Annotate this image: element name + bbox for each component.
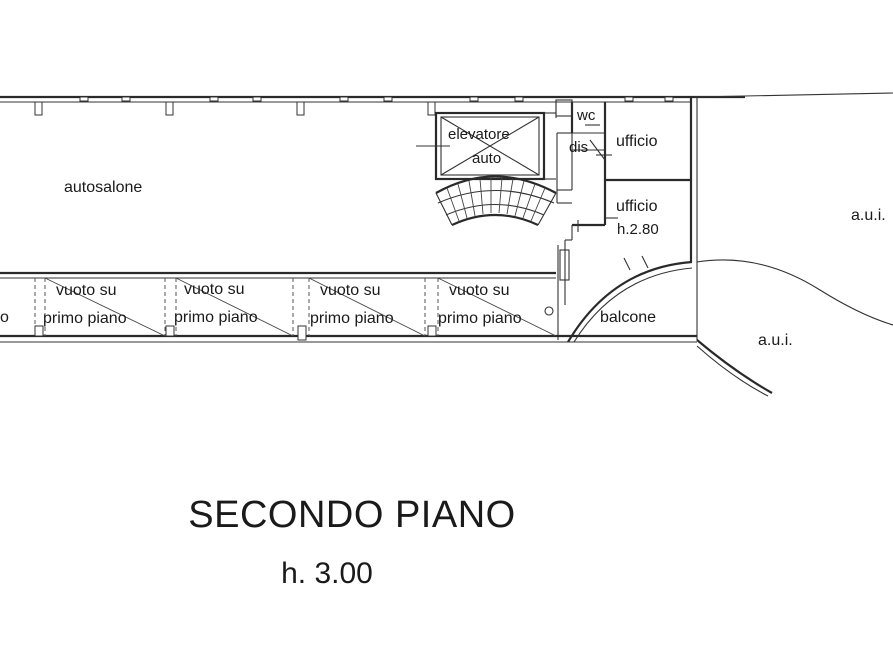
- top-wall: [0, 92, 893, 116]
- room-label-wc: wc: [576, 107, 596, 124]
- room-label-ufficio-2-height: h.2.80: [617, 221, 659, 238]
- room-label-balcone: balcone: [600, 309, 656, 326]
- void-label-1-line1: vuoto su: [56, 282, 116, 299]
- room-labels: autosalone elevatore auto wc dis ufficio…: [0, 107, 886, 349]
- car-elevator: [416, 111, 556, 181]
- void-label-2-line1: vuoto su: [184, 281, 244, 298]
- room-label-aui-1: a.u.i.: [851, 207, 886, 224]
- void-label-4-line1: vuoto su: [449, 282, 509, 299]
- room-label-dis: dis: [569, 139, 588, 156]
- void-label-1-line2: primo piano: [43, 310, 127, 327]
- curved-ramp: [435, 175, 557, 226]
- void-label-4-line2: primo piano: [438, 310, 522, 327]
- room-label-autosalone: autosalone: [64, 179, 142, 196]
- void-row-walls: [0, 271, 697, 343]
- room-label-elevatore-auto: auto: [472, 150, 501, 167]
- room-label-aui-2: a.u.i.: [758, 332, 793, 349]
- floor-title: SECONDO PIANO: [188, 494, 515, 536]
- room-label-ufficio-1: ufficio: [616, 133, 658, 150]
- office-walls: [555, 99, 691, 340]
- balcony-curves: [567, 255, 893, 397]
- room-label-elevatore: elevatore: [448, 126, 510, 143]
- floor-height: h. 3.00: [281, 557, 373, 590]
- void-label-3-line1: vuoto su: [320, 282, 380, 299]
- room-label-partial: o: [0, 309, 9, 326]
- void-label-2-line2: primo piano: [174, 309, 258, 326]
- right-wall: [689, 97, 698, 340]
- void-label-3-line2: primo piano: [310, 310, 394, 327]
- room-label-ufficio-2: ufficio: [616, 198, 658, 215]
